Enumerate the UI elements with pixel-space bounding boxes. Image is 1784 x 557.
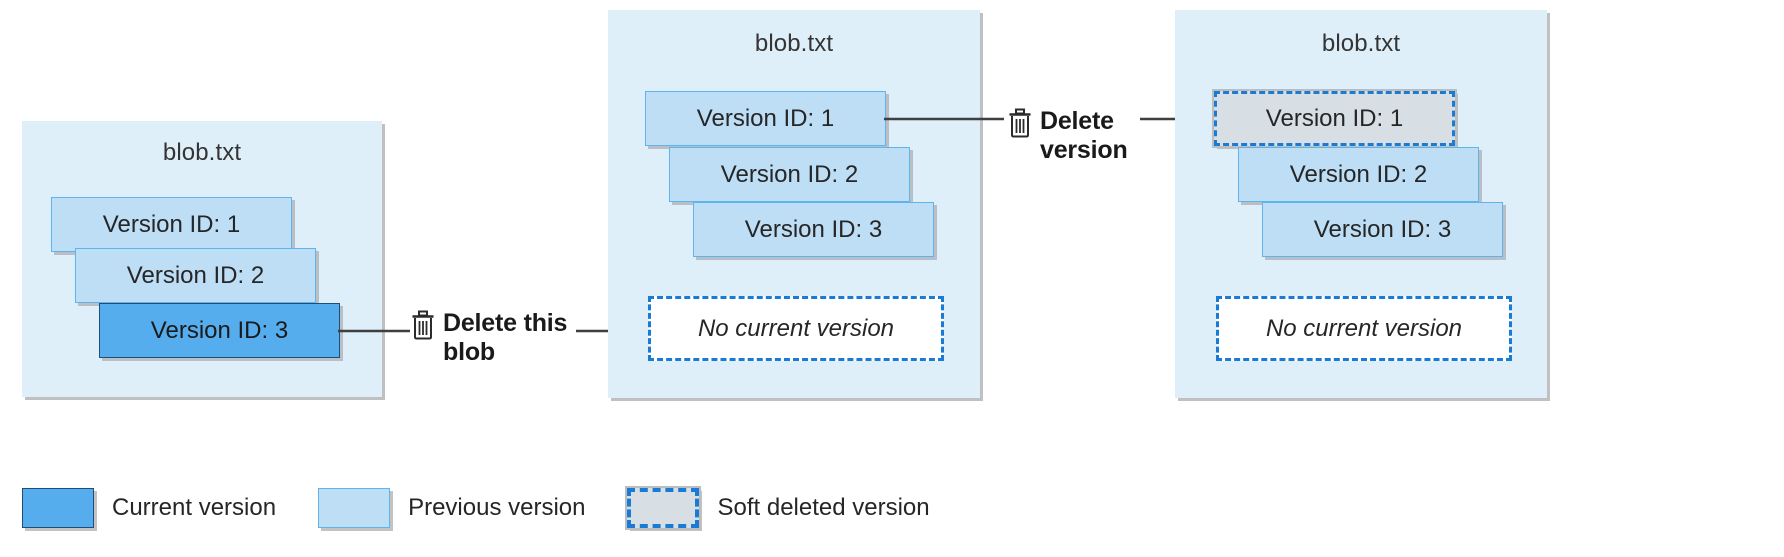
- trash-icon: [412, 310, 434, 340]
- panel-1-version-1-label: Version ID: 1: [102, 210, 241, 238]
- panel-2-no-current-version-label: No current version: [697, 314, 895, 342]
- legend-swatch-previous-version: [318, 488, 391, 528]
- action-delete-version: Delete version: [1008, 107, 1128, 165]
- legend-item-previous-version: Previous version: [318, 488, 585, 528]
- legend-item-soft-deleted-version: Soft deleted version: [625, 486, 930, 530]
- panel-2-version-3-label: Version ID: 3: [744, 215, 883, 243]
- legend-item-current-version: Current version: [22, 488, 276, 528]
- panel-3-version-2: Version ID: 2: [1238, 147, 1479, 202]
- panel-3-no-current-version-label: No current version: [1265, 314, 1463, 342]
- panel-3-version-3-label: Version ID: 3: [1313, 215, 1452, 243]
- action-delete-blob-label: Delete this blob: [443, 309, 567, 367]
- legend-label-previous-version: Previous version: [408, 494, 586, 521]
- legend-label-current-version: Current version: [112, 494, 277, 521]
- panel-3-version-1-label: Version ID: 1: [1265, 104, 1404, 132]
- panel-3-version-1: Version ID: 1: [1212, 89, 1457, 148]
- panel-1-version-2-label: Version ID: 2: [126, 261, 265, 289]
- panel-1-version-2: Version ID: 2: [75, 248, 316, 303]
- panel-3-no-current-version: No current version: [1216, 296, 1512, 361]
- action-delete-version-line2: version: [1040, 135, 1128, 164]
- panel-3-version-2-label: Version ID: 2: [1289, 160, 1428, 188]
- panel-2-no-current-version: No current version: [648, 296, 944, 361]
- panel-1-version-3: Version ID: 3: [99, 303, 340, 358]
- legend-label-soft-deleted-version: Soft deleted version: [717, 494, 930, 521]
- panel-2-version-1: Version ID: 1: [645, 91, 886, 146]
- panel-2-version-2: Version ID: 2: [669, 147, 910, 202]
- panel-1-version-1: Version ID: 1: [51, 197, 292, 252]
- panel-2-version-1-label: Version ID: 1: [696, 104, 835, 132]
- action-delete-version-label: Delete version: [1040, 107, 1128, 165]
- trash-icon: [1009, 108, 1031, 138]
- panel-1-version-3-label: Version ID: 3: [150, 316, 289, 344]
- panel-2-blob-name: blob.txt: [754, 30, 834, 57]
- action-delete-blob: Delete this blob: [411, 309, 567, 367]
- action-delete-blob-line2: blob: [443, 337, 495, 366]
- action-delete-version-line1: Delete: [1040, 107, 1114, 135]
- legend-swatch-soft-deleted-version: [625, 486, 702, 530]
- legend-swatch-current-version: [22, 488, 94, 528]
- legend: Current version Previous version Soft de…: [22, 486, 930, 530]
- panel-1-blob-name: blob.txt: [162, 139, 242, 166]
- panel-3-blob-name: blob.txt: [1321, 30, 1401, 57]
- panel-2-version-2-label: Version ID: 2: [720, 160, 859, 188]
- action-delete-blob-line1: Delete this: [443, 309, 568, 337]
- panel-2-version-3: Version ID: 3: [693, 202, 934, 257]
- panel-3-version-3: Version ID: 3: [1262, 202, 1503, 257]
